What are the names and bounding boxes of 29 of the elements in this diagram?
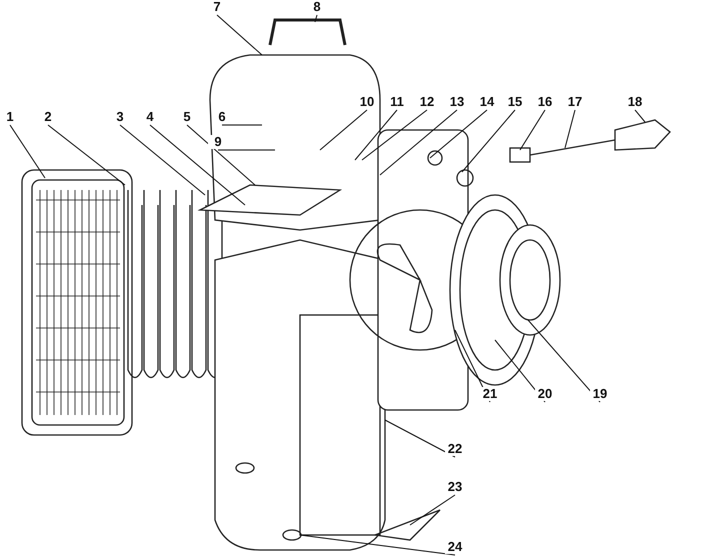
leader-line bbox=[300, 534, 456, 556]
leader-line bbox=[634, 110, 646, 122]
leader-line bbox=[320, 110, 368, 150]
leader-line bbox=[186, 124, 256, 186]
leader-line bbox=[454, 330, 490, 402]
leader-line bbox=[430, 110, 488, 158]
leader-line bbox=[150, 124, 246, 206]
leader-line bbox=[462, 110, 516, 172]
leader-line bbox=[222, 124, 262, 126]
callout-number: 19 bbox=[590, 387, 610, 401]
callout-number: 24 bbox=[445, 540, 465, 554]
leader-line bbox=[384, 420, 456, 458]
callout-number: 20 bbox=[535, 387, 555, 401]
leader-line bbox=[520, 110, 546, 150]
leader-line bbox=[410, 494, 456, 526]
leader-line bbox=[494, 340, 546, 402]
leader-line bbox=[362, 110, 428, 160]
leader-line bbox=[564, 110, 576, 148]
callout-number: 23 bbox=[445, 480, 465, 494]
leader-line bbox=[354, 110, 398, 160]
leader-line bbox=[528, 320, 600, 402]
callout-number: 22 bbox=[445, 442, 465, 456]
leader-line bbox=[120, 124, 206, 196]
callout-number: 21 bbox=[480, 387, 500, 401]
leader-line bbox=[10, 124, 46, 178]
leader-line bbox=[380, 110, 458, 176]
leader-line bbox=[314, 14, 318, 22]
leader-line bbox=[216, 14, 262, 56]
leader-line bbox=[48, 124, 126, 186]
